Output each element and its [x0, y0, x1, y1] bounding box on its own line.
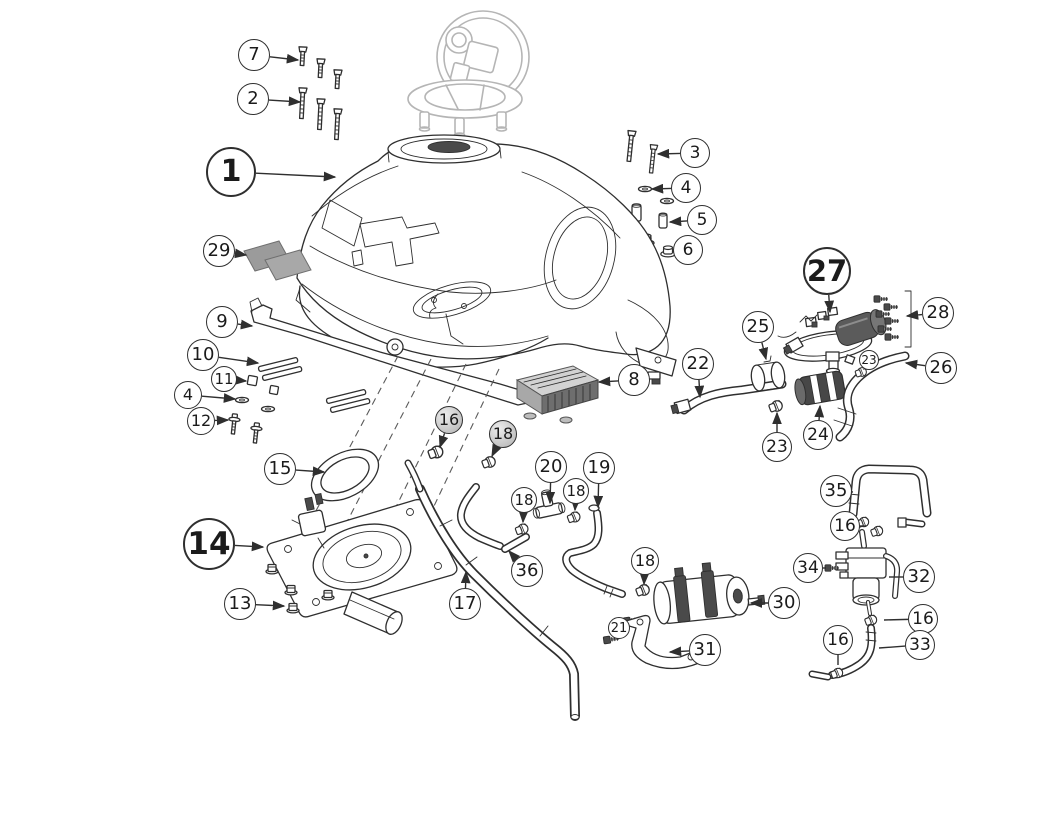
callout-4: 4 — [174, 381, 202, 409]
callout-20: 20 — [535, 451, 567, 483]
callout-19: 19 — [583, 452, 615, 484]
callout-25: 25 — [742, 311, 774, 343]
leader-line-15 — [295, 466, 326, 477]
callout-16: 16 — [435, 406, 463, 434]
callout-18: 18 — [631, 547, 659, 575]
callout-10: 10 — [187, 339, 219, 371]
leader-line-5 — [668, 216, 688, 227]
callout-32: 32 — [903, 561, 935, 593]
callout-33: 33 — [905, 630, 935, 660]
leader-line-31 — [668, 646, 690, 657]
callout-3: 3 — [680, 138, 710, 168]
center-hoses-drawing — [404, 445, 626, 721]
pump-assembly-drawing — [777, 306, 887, 375]
leader-line-26 — [904, 359, 926, 370]
leader-line-36 — [508, 549, 521, 563]
callout-17: 17 — [449, 588, 481, 620]
leader-line-4 — [650, 183, 672, 194]
ecu-module-drawing — [515, 365, 600, 424]
callout-29: 29 — [203, 235, 235, 267]
callout-24: 24 — [803, 420, 833, 450]
callout-13: 13 — [224, 588, 256, 620]
callout-4: 4 — [671, 173, 701, 203]
leader-line-33 — [878, 645, 906, 649]
callout-7: 7 — [238, 39, 270, 71]
callout-2: 2 — [237, 83, 269, 115]
leader-line-19 — [593, 483, 604, 509]
vent-assembly-drawing — [808, 464, 932, 681]
leader-line-1 — [255, 171, 337, 182]
callout-11: 11 — [211, 366, 237, 392]
leader-line-17 — [460, 570, 471, 589]
callout-15: 15 — [264, 453, 296, 485]
callout-9: 9 — [206, 306, 238, 338]
callout-18: 18 — [489, 420, 517, 448]
leader-line-14 — [234, 541, 265, 552]
callout-8: 8 — [618, 364, 650, 396]
callout-35: 35 — [820, 475, 852, 507]
callout-36: 36 — [511, 555, 543, 587]
callout-23: 23 — [762, 432, 792, 462]
callout-26: 26 — [925, 352, 957, 384]
callout-31: 31 — [689, 634, 721, 666]
callout-6: 6 — [673, 235, 703, 265]
inline-filter-24-drawing — [794, 370, 846, 406]
spacer-squares-drawing — [246, 374, 280, 396]
fuel-filter-30-drawing — [601, 562, 766, 670]
leader-line-2 — [268, 96, 302, 107]
leader-line-11 — [234, 375, 248, 385]
leader-line-25 — [758, 342, 769, 361]
heat-pads-drawing — [243, 240, 312, 281]
leader-line-22 — [694, 379, 705, 399]
leader-line-20 — [545, 482, 556, 505]
rubber-strips-drawing — [257, 356, 371, 413]
leader-line-9 — [237, 319, 254, 330]
callout-1: 1 — [206, 147, 256, 197]
hose-clamp-25-drawing — [750, 355, 786, 392]
callout-28: 28 — [922, 297, 954, 329]
leader-line-7 — [269, 53, 300, 64]
callout-30: 30 — [768, 587, 800, 619]
callout-22: 22 — [682, 348, 714, 380]
leader-line-4 — [201, 393, 237, 403]
leader-line-16 — [883, 618, 909, 621]
leader-line-28 — [905, 310, 923, 320]
fuel-pump-plate-drawing — [266, 492, 458, 635]
callout-27: 27 — [803, 247, 851, 295]
leader-line-16 — [438, 433, 449, 449]
callout-23: 23 — [859, 350, 879, 370]
callout-21: 21 — [608, 617, 630, 639]
leader-line-10 — [218, 356, 260, 367]
callout-18: 18 — [563, 478, 589, 504]
fuel-tank-drawing — [295, 134, 677, 385]
callout-18: 18 — [511, 487, 537, 513]
callout-16: 16 — [823, 625, 853, 655]
callout-16: 16 — [908, 604, 938, 634]
oring-drawing — [310, 448, 380, 502]
callout-12: 12 — [187, 407, 215, 435]
rollover-valve-32-drawing — [835, 529, 901, 616]
callout-5: 5 — [687, 205, 717, 235]
fuel-cap-assembly-drawing — [407, 10, 530, 138]
leader-line-18 — [491, 443, 502, 458]
leader-line-29 — [234, 248, 248, 259]
leader-line-13 — [255, 600, 286, 611]
callout-16: 16 — [830, 511, 860, 541]
leader-line-24 — [814, 404, 825, 421]
callout-34: 34 — [793, 553, 823, 583]
callout-14: 14 — [183, 518, 235, 570]
leader-line-3 — [656, 148, 681, 159]
leader-line-8 — [597, 376, 619, 387]
leader-line-27 — [824, 294, 835, 314]
